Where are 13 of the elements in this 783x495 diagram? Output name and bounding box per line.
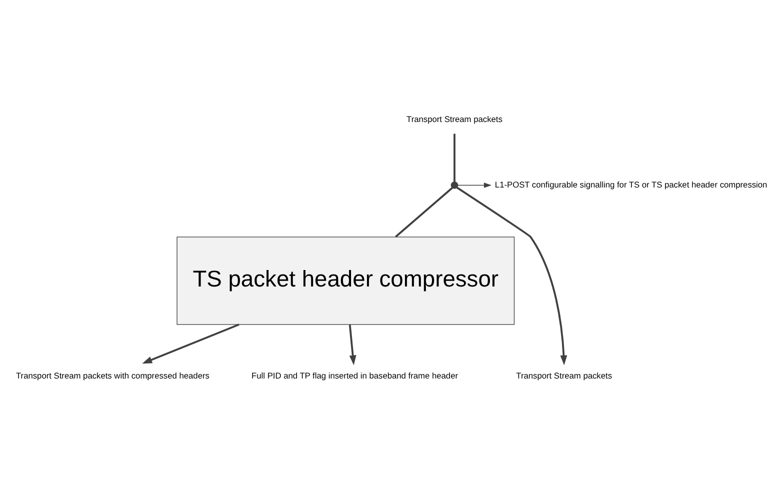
arrow <box>142 323 240 364</box>
node-box: TS packet header compressor <box>176 236 515 324</box>
node-text: L1-POST configurable signalling for TS or TS packet header compression <box>494 178 768 189</box>
node-text: Transport Stream packets <box>406 113 502 124</box>
node-text: Full PID and TP flag inserted in baseband frame header <box>252 370 458 380</box>
node-text: Transport Stream packets with compressed headers <box>16 370 210 380</box>
connector <box>454 133 456 182</box>
arrow <box>456 186 568 365</box>
node-text: Transport Stream packets <box>516 370 612 380</box>
arrow <box>458 182 492 188</box>
arrow <box>348 324 356 365</box>
connector <box>395 186 454 237</box>
node-switch <box>450 181 458 188</box>
